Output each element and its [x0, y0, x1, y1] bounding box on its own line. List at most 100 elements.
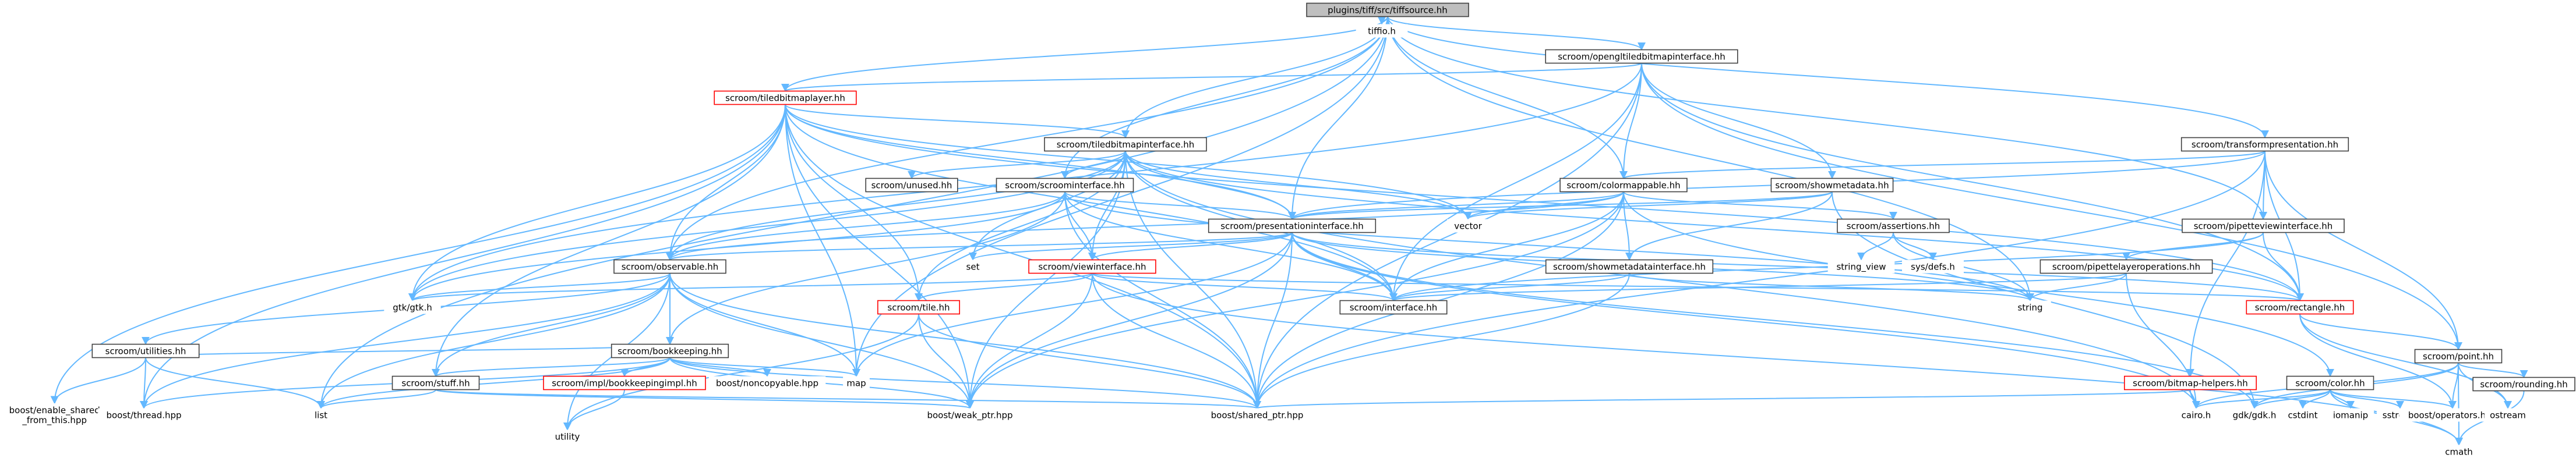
node-box	[543, 375, 706, 391]
edge-bookkeeping-to-list	[317, 357, 671, 409]
node-scroom-stuff-hh[interactable]: scroom/stuff.hh	[391, 375, 480, 391]
edge-root-to-tiledlayer	[781, 16, 1388, 92]
node-scroom-utilities-hh[interactable]: scroom/utilities.hh	[91, 343, 200, 358]
edge-opengl-to-rectangle	[1641, 63, 2304, 301]
node-label: boost/shared_ptr.hpp	[1211, 410, 1304, 421]
node-scroom-transformpresentation-hh[interactable]: scroom/transformpresentation.hh	[2180, 137, 2349, 152]
edge-stuff-to-weakptr	[435, 389, 974, 409]
edge-tiledlayer-to-presif	[785, 104, 1296, 220]
node-scroom-opengltiledbitmapinterface-hh[interactable]: scroom/opengltiledbitmapinterface.hh	[1545, 49, 1738, 64]
node-scroom-color-hh[interactable]: scroom/color.hh	[2286, 375, 2374, 391]
edge-tiledlayer-to-tiledif	[785, 104, 1130, 139]
edge-bookkeeping-to-map	[669, 357, 860, 377]
node-box	[843, 376, 870, 390]
edge-assertions-to-sysdefs	[1893, 232, 1937, 261]
node-label: boost/weak_ptr.hpp	[927, 410, 1012, 421]
edge-root-to-observable	[666, 16, 1388, 261]
node-box	[544, 429, 591, 443]
edge-showmetaif-to-interface	[1389, 272, 1630, 301]
node-label: scroom/impl/bookkeepingimpl.hh	[552, 378, 697, 389]
node-label: scroom/rectangle.hh	[2255, 303, 2345, 313]
node-tiffio-h: tiffio.h	[1356, 24, 1408, 38]
edge-tiledlayer-to-stuff	[432, 104, 786, 377]
node-scroom-pipetteviewinterface-hh[interactable]: scroom/pipetteviewinterface.hh	[2182, 218, 2345, 233]
node-label: tiffio.h	[1368, 26, 1396, 37]
node-ostream: ostream	[2484, 408, 2532, 422]
edge-color-to-cairo	[2192, 389, 2331, 409]
node-gtk-gtk-h: gtk/gtk.h	[384, 300, 441, 314]
edge-observable-to-thread	[140, 273, 671, 409]
edge-observable-to-gtk	[408, 272, 671, 301]
edge-scroomif-to-bookkeeping	[666, 191, 1065, 345]
node-label: string_view	[1836, 262, 1886, 273]
edge-viewif-to-interface	[1092, 272, 1398, 301]
node-label: cmath	[2445, 447, 2472, 457]
edge-colormappable-to-presif	[1288, 191, 1624, 220]
node-box	[2484, 408, 2532, 422]
node-box	[865, 178, 958, 193]
edge-tile-to-utility	[563, 314, 919, 431]
edge-tiledif-to-weakptr	[966, 151, 1126, 409]
node-plugins-tiff-src-tiffsource-hh[interactable]: plugins/tiff/src/tiffsource.hh	[1306, 2, 1469, 17]
edge-transform-to-point	[2264, 151, 2462, 350]
node-gdk-gdk-h: gdk/gdk.h	[2226, 408, 2283, 422]
node-box	[1028, 259, 1156, 274]
edge-colormappable-to-sharedptr	[1253, 191, 1624, 409]
edge-showmetaif-to-sharedptr	[1253, 273, 1630, 409]
edge-tiledif-to-scroomif	[1061, 151, 1126, 179]
edge-colormappable-to-assertions	[1623, 191, 1897, 220]
edge-transform-to-colormappable	[1619, 150, 2266, 179]
node-box	[708, 376, 826, 390]
node-scroom-tiledbitmapinterface-hh[interactable]: scroom/tiledbitmapinterface.hh	[1044, 137, 1207, 152]
node-boost-shared-ptr-hpp: boost/shared_ptr.hpp	[1201, 408, 1313, 422]
node-scroom-tiledbitmaplayer-hh[interactable]: scroom/tiledbitmaplayer.hh	[714, 90, 857, 105]
edge-pipettelayer-to-interface	[1389, 272, 2127, 301]
edge-presif-to-observable	[666, 232, 1293, 261]
edge-scroomif-to-string	[1064, 191, 2034, 301]
node-scroom-unused-hh[interactable]: scroom/unused.hh	[865, 178, 958, 193]
node-scroom-bitmap-helpers-hh[interactable]: scroom/bitmap-helpers.hh	[2124, 375, 2257, 391]
node-scroom-showmetadatainterface-hh[interactable]: scroom/showmetadatainterface.hh	[1545, 259, 1714, 274]
node-scroom-viewinterface-hh[interactable]: scroom/viewinterface.hh	[1028, 259, 1156, 274]
node-label: scroom/utilities.hh	[105, 346, 186, 357]
node-box	[1545, 49, 1738, 64]
node-scroom-presentationinterface-hh[interactable]: scroom/presentationinterface.hh	[1208, 218, 1377, 233]
node-scroom-rounding-hh[interactable]: scroom/rounding.hh	[2472, 377, 2575, 392]
node-label: sys/defs.h	[1911, 262, 1955, 272]
node-label: gtk/gtk.h	[393, 303, 432, 313]
node-scroom-assertions-hh[interactable]: scroom/assertions.hh	[1837, 218, 1950, 233]
node-label: scroom/tile.hh	[887, 303, 950, 313]
edge-tiledif-to-rectangle	[1125, 151, 2304, 301]
node-boost-noncopyable-hpp: boost/noncopyable.hpp	[708, 376, 826, 390]
node-scroom-interface-hh[interactable]: scroom/interface.hh	[1339, 300, 1448, 315]
node-scroom-rectangle-hh[interactable]: scroom/rectangle.hh	[2246, 300, 2354, 315]
edge-point-to-rounding	[2458, 362, 2528, 378]
node-string: string	[2009, 300, 2051, 314]
node-list: list	[305, 408, 337, 422]
node-scroom-colormappable-hh[interactable]: scroom/colormappable.hh	[1559, 178, 1688, 193]
node-label: ostream	[2490, 410, 2526, 421]
node-scroom-showmetadata-hh[interactable]: scroom/showmetadata.hh	[1770, 178, 1894, 193]
node-box	[2182, 218, 2345, 233]
edge-opengl-to-colormappable	[1619, 63, 1642, 179]
node-label: boost/noncopyable.hpp	[716, 378, 818, 389]
node-scroom-point-hh[interactable]: scroom/point.hh	[2414, 349, 2503, 364]
edge-observable-to-list	[317, 273, 671, 409]
node-scroom-pipettelayeroperations-hh[interactable]: scroom/pipettelayeroperations.hh	[2039, 259, 2213, 274]
node-label: _from_this.hpp	[22, 415, 87, 426]
node-label: map	[846, 378, 866, 389]
edge-observable-to-sharedptr	[669, 273, 1261, 409]
node-scroom-observable-hh[interactable]: scroom/observable.hh	[613, 259, 726, 274]
edge-presif-to-rectangle	[1291, 232, 2304, 301]
node-scroom-tile-hh[interactable]: scroom/tile.hh	[877, 300, 961, 315]
node-scroom-scroominterface-hh[interactable]: scroom/scroominterface.hh	[996, 178, 1134, 193]
edge-root-to-colormappable	[1387, 16, 1628, 179]
node-scroom-bookkeeping-hh[interactable]: scroom/bookkeeping.hh	[611, 343, 729, 358]
node-box	[91, 343, 200, 358]
node-box	[305, 408, 337, 422]
edge-tiledif-to-unused	[908, 150, 1126, 179]
node-scroom-impl-bookkeepingimpl-hh[interactable]: scroom/impl/bookkeepingimpl.hh	[543, 375, 706, 391]
node-box	[1339, 300, 1448, 315]
edge-utilities-to-thread	[140, 357, 149, 409]
node-box	[1306, 2, 1469, 17]
